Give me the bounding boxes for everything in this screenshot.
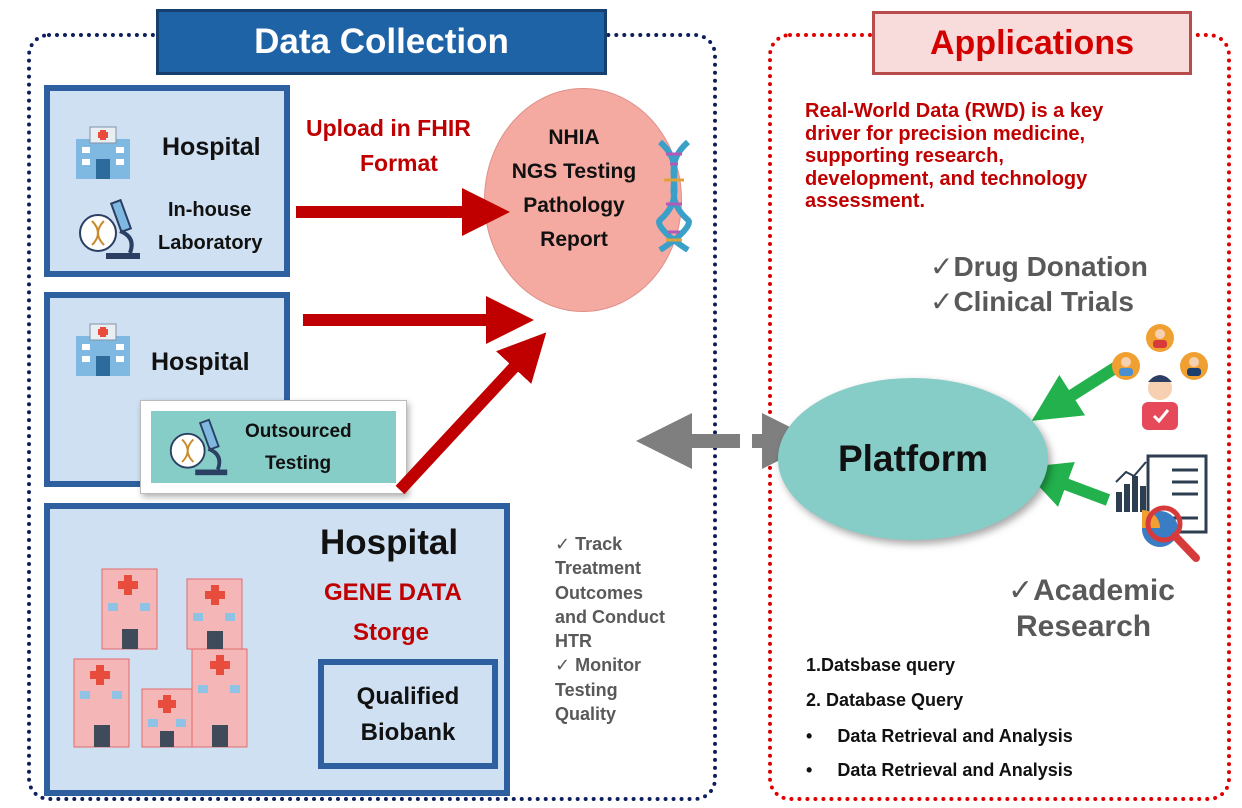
bullet-item: • Data Retrieval and Analysis xyxy=(806,760,1073,781)
biobank-label: Biobank xyxy=(360,719,456,746)
bullet-text: Data Retrieval and Analysis xyxy=(837,726,1073,746)
hospital-box-3: Hospital GENE DATA Storge Qualified Biob… xyxy=(44,503,510,796)
nhia-ellipse xyxy=(484,88,682,312)
drug-donation-label: ✓Drug Donation xyxy=(930,251,1148,282)
check-line: Treatment xyxy=(555,558,642,579)
upload-label-line2: Format xyxy=(360,150,438,176)
bullet-item: • Data Retrieval and Analysis xyxy=(806,726,1073,747)
rwd-line: assessment. xyxy=(805,190,926,212)
hospital-label-1: Hospital xyxy=(162,133,261,161)
bullet-text: Data Retrieval and Analysis xyxy=(837,760,1073,780)
hospital-box-1: Hospital In-house Laboratory xyxy=(44,85,290,277)
data-collection-title: Data Collection xyxy=(156,9,607,75)
outsourced-microscope-icon xyxy=(167,413,231,484)
research-analytics-icon xyxy=(1112,452,1212,569)
check-line: HTR xyxy=(555,631,592,652)
rwd-intro: Real-World Data (RWD) is a key driver fo… xyxy=(805,100,1103,213)
list-item-1: 1.Datsbase query xyxy=(806,655,956,675)
dna-icon xyxy=(652,139,696,257)
testing-label: Testing xyxy=(265,453,332,474)
outsourced-label: Outsourced xyxy=(245,421,352,442)
report-label: Report xyxy=(540,228,608,251)
academic-label: ✓Academic xyxy=(1008,574,1175,607)
lab-microscope-icon xyxy=(76,195,144,266)
bullet-dot: • xyxy=(806,760,813,780)
applications-title: Applications xyxy=(872,11,1192,75)
qualified-label: Qualified xyxy=(356,683,460,710)
bullet-dot: • xyxy=(806,726,813,746)
rwd-line: Real-World Data (RWD) is a key xyxy=(805,100,1104,122)
check-line: ✓ Track xyxy=(555,534,623,554)
upload-label-line1: Upload in FHIR xyxy=(306,115,471,141)
check-line: Testing xyxy=(555,679,618,700)
list-item-2: 2. Database Query xyxy=(806,690,964,710)
check-line: and Conduct xyxy=(555,606,665,627)
hospital-label-2: Hospital xyxy=(151,348,250,376)
platform-ellipse xyxy=(778,378,1048,540)
check-line: Outcomes xyxy=(555,582,644,603)
inhouse-label: In-house xyxy=(168,199,252,221)
gene-data-label: GENE DATA xyxy=(324,579,462,606)
treatment-check-notes: ✓ Track Treatment Outcomes and Conduct H… xyxy=(555,532,665,726)
research-label: Research xyxy=(1016,610,1152,643)
people-network-icon xyxy=(1110,322,1210,437)
storge-label: Storge xyxy=(353,619,430,646)
rwd-line: driver for precision medicine, xyxy=(805,122,1086,145)
clinical-trials-label: ✓Clinical Trials xyxy=(930,286,1134,317)
rwd-line: development, and technology xyxy=(805,167,1088,190)
laboratory-label: Laboratory xyxy=(158,232,263,254)
check-line: ✓ Monitor xyxy=(555,655,642,676)
outsourced-testing-card: Outsourced Testing xyxy=(140,400,407,494)
platform-label: Platform xyxy=(837,438,989,479)
hospital-icon xyxy=(68,322,138,383)
check-line: Quality xyxy=(555,704,617,725)
hospital-icon xyxy=(68,125,138,186)
nhia-label: NHIA xyxy=(548,126,600,149)
pathology-label: Pathology xyxy=(523,194,625,217)
hospital-buildings-icon xyxy=(72,539,292,764)
ngs-testing-label: NGS Testing xyxy=(511,160,637,183)
biobank-box: Qualified Biobank xyxy=(318,659,498,769)
rwd-line: supporting research, xyxy=(805,145,1004,167)
hospital-label-3: Hospital xyxy=(320,523,459,562)
